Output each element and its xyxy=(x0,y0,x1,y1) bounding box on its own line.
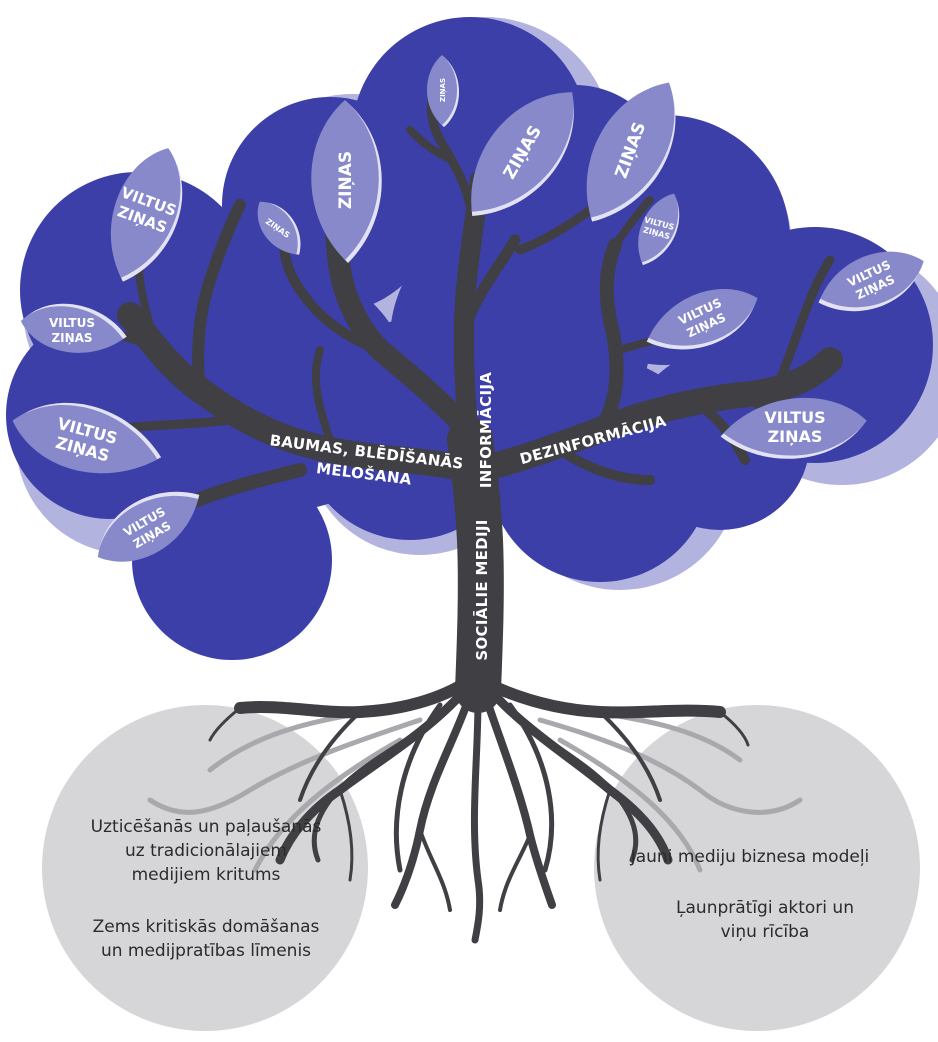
leaf-label-zinas: ZIŅAS xyxy=(768,427,823,446)
label-informacija: INFORMĀCIJA xyxy=(475,372,495,488)
leaf: ZIŅAS xyxy=(586,82,676,222)
left-root-p2-line2: un medijpratības līmenis xyxy=(101,941,311,961)
leaf-label-zinas: ZIŅAS xyxy=(51,331,92,345)
leaf: ZIŅAS xyxy=(427,55,459,127)
leaf: ZIŅAS xyxy=(471,92,574,216)
leaf: VILTUS ZIŅAS xyxy=(720,397,867,459)
left-root-text: Uzticēšanās un paļaušanās uz tradicionāl… xyxy=(91,817,322,961)
leaf-label-viltus: VILTUS xyxy=(49,316,95,330)
leaf-label-zinas: ZIŅAS xyxy=(439,78,447,102)
roots xyxy=(147,674,803,944)
right-root-p1-line1: Jauni mediju biznesa modeļi xyxy=(630,847,870,867)
leaf: VILTUS ZIŅAS xyxy=(97,491,200,562)
leaf: VILTUS ZIŅAS xyxy=(20,303,127,353)
leaves: VILTUS ZIŅAS VILTUS ZIŅAS VILTUS ZIŅAS xyxy=(12,55,924,562)
leaf: VILTUS ZIŅAS xyxy=(12,402,162,474)
leaf: VILTUS ZIŅAS xyxy=(818,251,924,312)
left-root-p1-line3: medijiem kritums xyxy=(132,865,281,885)
right-root-p2-line2: viņu rīcība xyxy=(721,922,810,942)
leaf-label-zinas: ZIŅAS xyxy=(336,151,356,209)
right-root-circle xyxy=(594,705,920,1031)
left-root-p1-line1: Uzticēšanās un paļaušanās xyxy=(91,817,322,837)
left-root-p1-line2: uz tradicionālajiem xyxy=(125,841,287,861)
left-root-p2-line1: Zems kritiskās domāšanas xyxy=(93,917,320,937)
right-root-p2-line1: Ļaunprātīgi aktori un xyxy=(676,898,854,918)
left-root-circle xyxy=(42,705,368,1031)
label-socialie-mediji: SOCIĀLIE MEDIJI xyxy=(471,519,491,660)
leaf: ZIŅAS xyxy=(257,201,301,255)
leaf-label-viltus: VILTUS xyxy=(764,408,825,427)
leaf: VILTUS ZIŅAS xyxy=(110,148,183,282)
leaf: VILTUS ZIŅAS xyxy=(638,193,680,266)
leaf: VILTUS ZIŅAS xyxy=(646,289,758,350)
leaf: ZIŅAS xyxy=(311,100,382,263)
right-root-text: Jauni mediju biznesa modeļi Ļaunprātīgi … xyxy=(630,847,870,942)
